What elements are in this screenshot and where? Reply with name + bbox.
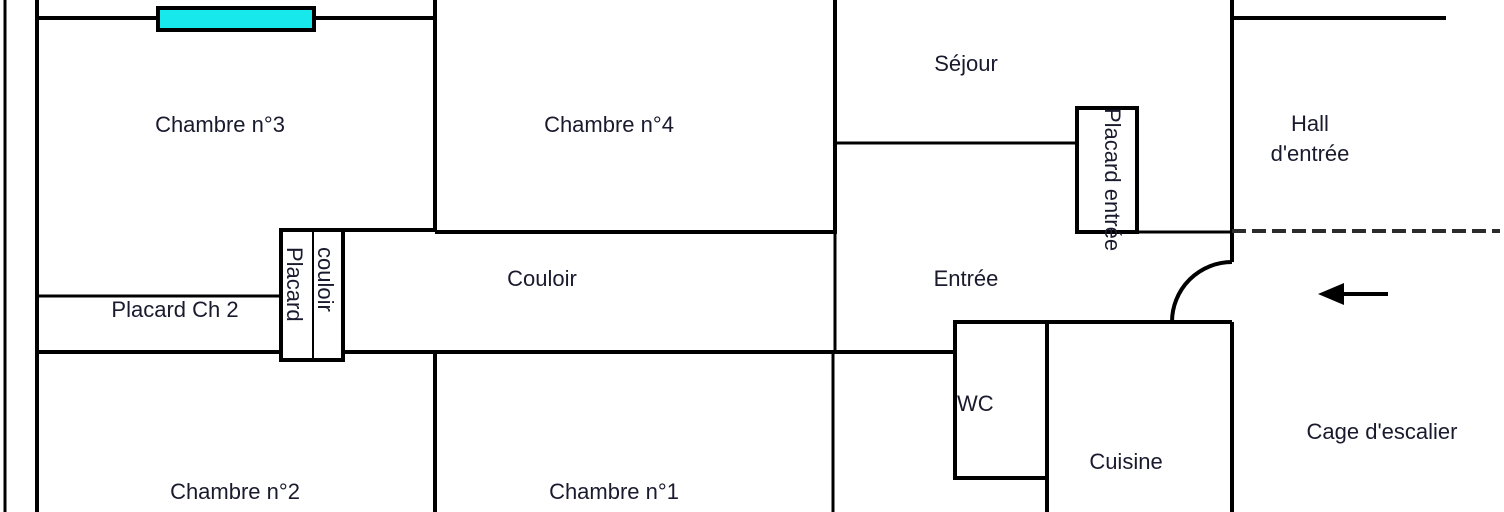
room-label-placard-couloir-placard: Placard — [282, 247, 307, 322]
wall-group — [3, 0, 1446, 512]
entry-door-arc — [1170, 260, 1233, 323]
wc-box — [953, 320, 1049, 480]
room-label-placard-couloir-couloir: couloir — [313, 247, 338, 312]
room-label-placard-entree: Placard entrée — [1100, 108, 1125, 252]
window-icon — [156, 6, 316, 32]
placard-entree-box — [1075, 106, 1139, 234]
direction-arrow-icon — [1318, 283, 1388, 305]
